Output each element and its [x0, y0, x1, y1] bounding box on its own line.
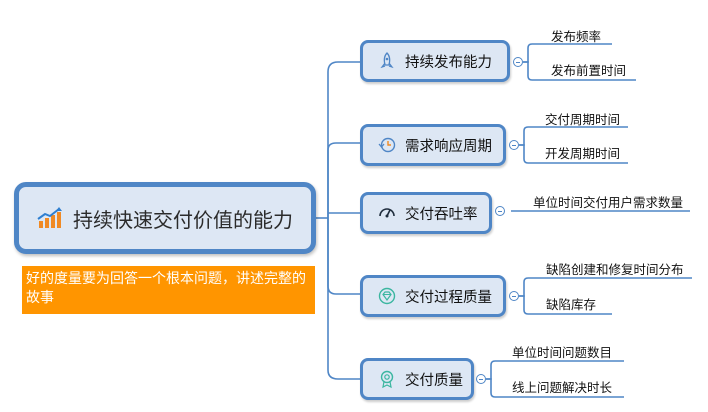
topic-label: 交付过程质量	[405, 289, 492, 306]
leaf-defect-inventory[interactable]: 缺陷库存	[546, 297, 597, 312]
collapse-toggle[interactable]	[513, 57, 523, 67]
collapse-toggle[interactable]	[495, 206, 505, 216]
clock-refresh-icon	[377, 135, 397, 155]
leaf-online-issue-resolution-time[interactable]: 线上问题解决时长	[512, 380, 613, 395]
collapse-toggle[interactable]	[509, 291, 519, 301]
topic-continuous-release[interactable]: 持续发布能力	[360, 40, 510, 82]
leaf-release-frequency[interactable]: 发布频率	[551, 29, 602, 44]
topic-label: 需求响应周期	[405, 138, 492, 155]
collapse-toggle[interactable]	[509, 140, 519, 150]
root-topic[interactable]: 持续快速交付价值的能力	[14, 182, 316, 254]
leaf-user-demand-per-time[interactable]: 单位时间交付用户需求数量	[533, 195, 684, 210]
rising-chart-icon	[37, 207, 63, 229]
topic-label: 交付吞吐率	[405, 206, 478, 223]
topic-delivery-process-quality[interactable]: 交付过程质量	[360, 275, 506, 317]
collapse-toggle[interactable]	[476, 374, 486, 384]
topic-label: 交付质量	[405, 372, 463, 389]
topic-label: 持续发布能力	[405, 54, 492, 71]
shield-gem-icon	[377, 286, 397, 306]
leaf-issues-per-time[interactable]: 单位时间问题数目	[512, 345, 613, 360]
leaf-development-cycle-time[interactable]: 开发周期时间	[545, 146, 621, 161]
rocket-icon	[377, 51, 397, 71]
topic-demand-response-cycle[interactable]: 需求响应周期	[360, 124, 506, 166]
topic-delivery-quality[interactable]: 交付质量	[360, 358, 474, 400]
leaf-defect-create-fix-distribution[interactable]: 缺陷创建和修复时间分布	[546, 262, 684, 277]
topic-delivery-throughput[interactable]: 交付吞吐率	[360, 192, 492, 234]
leaf-release-lead-time[interactable]: 发布前置时间	[551, 63, 627, 78]
gauge-icon	[377, 203, 397, 223]
award-badge-icon	[377, 369, 397, 389]
leaf-delivery-cycle-time[interactable]: 交付周期时间	[545, 112, 621, 127]
root-label: 持续快速交付价值的能力	[73, 207, 293, 232]
note-callout: 好的度量要为回答一个根本问题，讲述完整的故事	[22, 266, 315, 314]
